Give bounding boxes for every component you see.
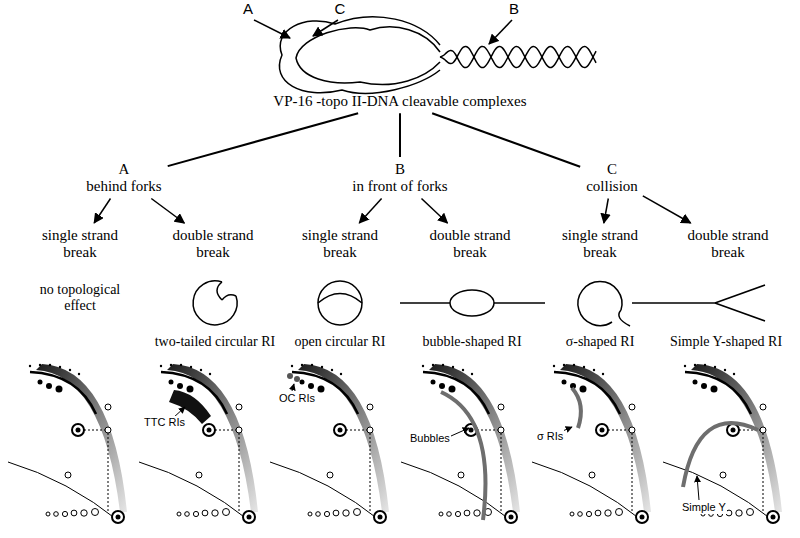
pointer-arrow — [489, 20, 512, 44]
node-text: double strand break — [680, 227, 776, 262]
illustration-part — [632, 302, 715, 304]
structure-label: bubble-shaped RI — [422, 334, 521, 350]
gel-pattern — [401, 364, 520, 523]
gel-pattern — [532, 364, 651, 523]
bubble-molecule — [400, 290, 545, 316]
illustration-part — [494, 302, 545, 304]
illustration-part — [318, 294, 362, 304]
illustration-part — [401, 364, 520, 523]
illustration-part — [193, 281, 765, 326]
node-text: B — [352, 161, 447, 178]
structure-label: σ-shaped RI — [566, 334, 635, 350]
illustration-part — [663, 364, 782, 523]
illustration-part — [318, 281, 362, 325]
illustration-part — [400, 302, 450, 304]
replication-loop — [296, 27, 440, 85]
site-letter: B — [509, 0, 519, 17]
illustration-part — [8, 364, 127, 523]
node-text: single strand break — [552, 227, 648, 262]
site-letter: A — [243, 0, 253, 17]
gel-label: σ RIs — [536, 430, 564, 443]
dna-molecule — [279, 17, 440, 94]
illustration-part — [450, 290, 494, 316]
outcome-label: double strand break — [419, 226, 521, 263]
branch-connector — [399, 113, 401, 157]
gel-pattern — [663, 364, 782, 523]
illustration-part — [715, 303, 765, 321]
outcome-label: single strand break — [549, 226, 651, 263]
outcome-label: double strand break — [677, 226, 779, 263]
node-text: double strand break — [422, 227, 518, 262]
outcome-label: double strand break — [162, 226, 264, 263]
branch-connector — [604, 199, 608, 224]
illustration-part — [222, 295, 236, 300]
illustration-part — [217, 282, 222, 300]
branch-connector — [94, 199, 110, 224]
branch-connector — [359, 199, 381, 224]
node-text: single strand break — [32, 227, 128, 262]
structure-label: no topological effect — [32, 282, 128, 314]
branch-connector — [421, 199, 447, 224]
illustration-part — [619, 310, 630, 326]
leader-line — [451, 428, 469, 436]
illustration-part — [715, 285, 765, 303]
structure-label: Simple Y-shaped RI — [670, 334, 782, 350]
branch-connector — [432, 113, 580, 166]
dna-helix — [440, 46, 596, 67]
outcome-label: single strand break — [29, 226, 131, 263]
illustration-part — [578, 282, 622, 326]
sigma-molecule — [578, 282, 630, 326]
simple-y-arc — [683, 423, 758, 487]
structure-label: open circular RI — [295, 334, 386, 350]
pointer-arrow — [254, 20, 290, 38]
branch-connector — [168, 113, 358, 166]
branch-label: Bin front of forks — [349, 160, 450, 197]
gel-label: TTC RIs — [143, 416, 186, 429]
structure-label: two-tailed circular RI — [155, 334, 276, 350]
node-text: in front of forks — [352, 178, 447, 195]
gel-label: Simple Y — [681, 501, 727, 514]
site-letter: C — [335, 0, 346, 17]
simple-y-molecule — [632, 285, 765, 321]
outcome-label: single strand break — [289, 226, 391, 263]
node-text: double strand break — [165, 227, 261, 262]
oc-signal — [287, 373, 293, 379]
gel-label: Bubbles — [409, 432, 451, 445]
helix-strand — [440, 46, 596, 67]
gel-pattern — [8, 364, 127, 523]
bubble-arc — [441, 392, 485, 520]
illustration-part — [193, 281, 237, 325]
gel-pattern — [270, 364, 389, 523]
leader-line — [697, 476, 699, 500]
two-tailed-circle — [193, 281, 237, 325]
branch-label: Abehind forks — [83, 160, 164, 197]
sigma-arc — [572, 388, 581, 428]
pointer-arrow — [313, 20, 338, 36]
gel-pattern — [139, 364, 258, 523]
root-label: VP-16 -topo II-DNA cleavable complexes — [270, 92, 529, 111]
illustration-part — [270, 364, 389, 523]
branch-label: Ccollision — [583, 160, 641, 197]
node-text: VP-16 -topo II-DNA cleavable complexes — [273, 93, 526, 110]
node-text: behind forks — [86, 178, 161, 195]
node-text: C — [586, 161, 638, 178]
node-text: collision — [586, 178, 638, 195]
open-circle — [318, 281, 362, 325]
helix-strand — [440, 46, 596, 67]
leader-line — [292, 384, 294, 391]
branch-connector — [643, 196, 691, 223]
node-text: single strand break — [292, 227, 388, 262]
branch-connector — [151, 199, 184, 224]
illustration-part — [139, 364, 258, 523]
node-text: A — [86, 161, 161, 178]
illustration-part — [532, 364, 651, 523]
replication-loop — [279, 17, 440, 94]
gel-label: OC RIs — [278, 392, 316, 405]
oc-signal — [294, 376, 300, 382]
